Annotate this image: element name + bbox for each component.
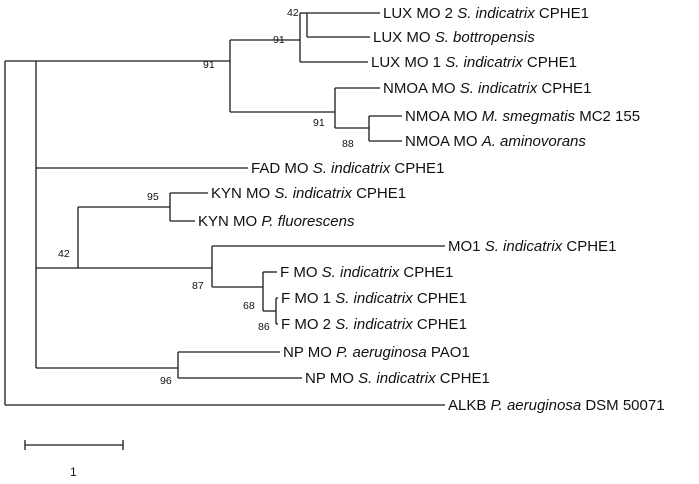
bootstrap-value: 86 bbox=[258, 321, 270, 333]
bootstrap-values: 42 91 91 88 91 95 42 87 68 86 96 bbox=[58, 7, 354, 387]
bootstrap-value: 68 bbox=[243, 300, 255, 312]
bootstrap-value: 91 bbox=[313, 117, 325, 129]
bootstrap-value: 88 bbox=[342, 138, 354, 150]
leaf-label: KYN MO P. fluorescens bbox=[198, 213, 355, 230]
bootstrap-value: 95 bbox=[147, 191, 159, 203]
scale-bar: 1 bbox=[24, 440, 124, 479]
bootstrap-value: 87 bbox=[192, 280, 204, 292]
leaf-label: KYN MO S. indicatrix CPHE1 bbox=[211, 185, 406, 202]
leaf-label: LUX MO 2 S. indicatrix CPHE1 bbox=[383, 5, 589, 22]
bootstrap-value: 91 bbox=[203, 59, 215, 71]
scale-bar-label: 1 bbox=[70, 465, 77, 479]
leaf-label: ALKB P. aeruginosa DSM 50071 bbox=[448, 397, 665, 414]
leaf-label: NP MO S. indicatrix CPHE1 bbox=[305, 370, 490, 387]
bootstrap-value: 42 bbox=[58, 248, 70, 260]
bootstrap-value: 96 bbox=[160, 375, 172, 387]
leaf-label: F MO 1 S. indicatrix CPHE1 bbox=[281, 290, 467, 307]
leaf-labels: LUX MO 2 S. indicatrix CPHE1 LUX MO S. b… bbox=[198, 5, 665, 414]
bootstrap-value: 42 bbox=[287, 7, 299, 19]
leaf-label: FAD MO S. indicatrix CPHE1 bbox=[251, 160, 444, 177]
leaf-label: LUX MO 1 S. indicatrix CPHE1 bbox=[371, 54, 577, 71]
leaf-label: NP MO P. aeruginosa PAO1 bbox=[283, 344, 470, 361]
leaf-label: NMOA MO A. aminovorans bbox=[405, 133, 586, 150]
tree-branches bbox=[4, 12, 445, 406]
leaf-label: F MO S. indicatrix CPHE1 bbox=[280, 264, 453, 281]
leaf-label: F MO 2 S. indicatrix CPHE1 bbox=[281, 316, 467, 333]
bootstrap-value: 91 bbox=[273, 34, 285, 46]
leaf-label: NMOA MO M. smegmatis MC2 155 bbox=[405, 108, 640, 125]
leaf-label: MO1 S. indicatrix CPHE1 bbox=[448, 238, 616, 255]
leaf-label: LUX MO S. bottropensis bbox=[373, 29, 535, 46]
leaf-label: NMOA MO S. indicatrix CPHE1 bbox=[383, 80, 591, 97]
